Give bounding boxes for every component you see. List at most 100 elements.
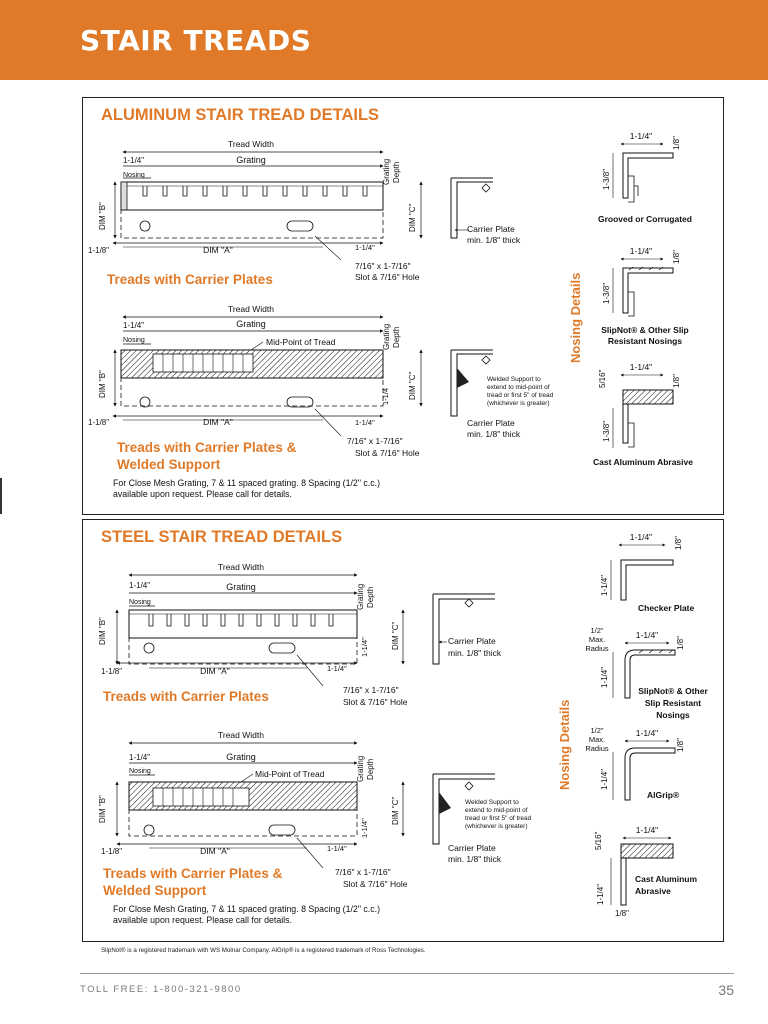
- svg-text:1-3/8": 1-3/8": [602, 283, 611, 304]
- page-number: 35: [718, 982, 734, 998]
- grooved-label: Grooved or Corrugated: [598, 214, 692, 224]
- svg-text:7/16" x 1-7/16": 7/16" x 1-7/16": [343, 685, 399, 695]
- svg-text:Carrier Plate: Carrier Plate: [467, 418, 515, 428]
- aluminum-title: ALUMINUM STAIR TREAD DETAILS: [101, 106, 380, 124]
- svg-text:min. 1/8" thick: min. 1/8" thick: [448, 648, 502, 658]
- svg-text:Tread Width: Tread Width: [218, 730, 264, 740]
- al-note: For Close Mesh Grating, 7 & 11 spaced gr…: [113, 478, 380, 499]
- al-nosing-title: Nosing Details: [568, 273, 583, 363]
- svg-text:1-1/4": 1-1/4": [327, 844, 347, 853]
- svg-text:1-1/8": 1-1/8": [88, 418, 109, 427]
- svg-text:Slot & 7/16" Hole: Slot & 7/16" Hole: [343, 879, 408, 889]
- svg-text:Depth: Depth: [392, 162, 401, 183]
- steel-drawings: Tread Width 1-1/4" Grating Nosing Gratin…: [98, 532, 708, 918]
- svg-text:Slot & 7/16" Hole: Slot & 7/16" Hole: [343, 697, 408, 707]
- svg-text:1-1/4": 1-1/4": [360, 637, 369, 657]
- svg-text:Tread Width: Tread Width: [228, 304, 274, 314]
- svg-text:Tread Width: Tread Width: [218, 562, 264, 572]
- mid-point-label: Mid-Point of Tread: [266, 337, 336, 347]
- svg-text:DIM "A": DIM "A": [200, 846, 230, 856]
- aluminum-panel: ALUMINUM STAIR TREAD DETAILS Tread Width…: [82, 97, 724, 515]
- svg-text:Depth: Depth: [366, 587, 375, 608]
- margin-mark: [0, 478, 2, 514]
- svg-text:Carrier Plate: Carrier Plate: [448, 843, 496, 853]
- svg-text:DIM "C": DIM "C": [391, 621, 400, 650]
- svg-text:1/8": 1/8": [676, 738, 685, 752]
- st-note: For Close Mesh Grating, 7 & 11 spaced gr…: [113, 904, 380, 925]
- svg-text:1-1/4": 1-1/4": [600, 575, 609, 596]
- right-offset-label: 1-1/4": [355, 243, 375, 252]
- nosing-width-label: 1-1/4": [123, 156, 144, 165]
- footer-divider: [80, 973, 734, 974]
- al-nosing-details: Nosing Details 1-1/4" 1/8" 1-3/8" Groove…: [568, 131, 693, 467]
- svg-text:Grating: Grating: [226, 752, 256, 762]
- cast-aluminum-label: Cast Aluminum Abrasive: [593, 457, 693, 467]
- svg-text:1-1/4": 1-1/4": [636, 825, 658, 835]
- svg-text:1-1/4": 1-1/4": [355, 418, 375, 427]
- svg-text:(whichever is greater): (whichever is greater): [487, 400, 550, 407]
- svg-text:Nosing: Nosing: [129, 768, 151, 775]
- al-tread-welded-drawing: Tread Width 1-1/4" Grating Nosing Mid-Po…: [88, 304, 554, 472]
- svg-text:5/16": 5/16": [598, 369, 607, 388]
- page-header: STAIR TREADS: [0, 0, 768, 80]
- svg-text:Mid-Point of Tread: Mid-Point of Tread: [255, 769, 325, 779]
- dim-b-label: DIM "B": [98, 202, 107, 230]
- tread-width-label: Tread Width: [228, 139, 274, 149]
- svg-text:1-1/4": 1-1/4": [636, 630, 658, 640]
- svg-text:DIM "B": DIM "B": [98, 370, 107, 398]
- dim-c-label: DIM "C": [408, 203, 417, 232]
- svg-text:Grating: Grating: [382, 324, 391, 350]
- svg-text:Slot & 7/16" Hole: Slot & 7/16" Hole: [355, 448, 420, 458]
- svg-text:1-1/8": 1-1/8": [101, 847, 122, 856]
- svg-text:Nosing: Nosing: [123, 337, 145, 344]
- svg-text:Slip Resistant: Slip Resistant: [645, 698, 701, 708]
- algrip-label: AlGrip®: [647, 790, 680, 800]
- st-slipnot-label: SlipNot® & Other: [638, 686, 708, 696]
- svg-text:Radius: Radius: [585, 644, 609, 653]
- left-offset-label: 1-1/8": [88, 246, 109, 255]
- svg-text:Nosings: Nosings: [656, 710, 690, 720]
- svg-text:DIM "C": DIM "C": [408, 371, 417, 400]
- st-caption-welded: Treads with Carrier Plates &: [103, 866, 283, 881]
- svg-text:min. 1/8" thick: min. 1/8" thick: [448, 854, 502, 864]
- svg-text:1/8": 1/8": [674, 536, 683, 550]
- svg-text:extend to mid-point of: extend to mid-point of: [465, 807, 528, 814]
- svg-text:Nosing: Nosing: [129, 599, 151, 606]
- svg-text:tread or first 5" of tread: tread or first 5" of tread: [465, 815, 532, 822]
- hole-size-label: 7/16" x 1-7/16": [355, 261, 411, 271]
- svg-text:5/16": 5/16": [594, 831, 603, 850]
- trademark-note: SlipNot® is a registered trademark with …: [101, 947, 426, 954]
- svg-text:Carrier Plate: Carrier Plate: [448, 636, 496, 646]
- st-cast-aluminum-label: Cast Aluminum: [635, 874, 697, 884]
- svg-text:min. 1/8" thick: min. 1/8" thick: [467, 235, 521, 245]
- svg-text:1-1/4": 1-1/4": [600, 769, 609, 790]
- svg-text:Max.: Max.: [589, 735, 605, 744]
- svg-text:1-1/4": 1-1/4": [123, 321, 144, 330]
- svg-text:1/8": 1/8": [672, 374, 681, 388]
- svg-text:Welded Support: Welded Support: [103, 883, 207, 898]
- svg-text:1-1/4": 1-1/4": [630, 131, 652, 141]
- steel-panel: STEEL STAIR TREAD DETAILS Tread Width 1-…: [82, 519, 724, 942]
- al-tread-carrier-drawing: Tread Width 1-1/4" Grating Nosing Gratin…: [88, 139, 521, 287]
- svg-text:1-1/4": 1-1/4": [600, 667, 609, 688]
- svg-text:Depth: Depth: [366, 759, 375, 780]
- st-tread-welded-drawing: Tread Width 1-1/4" Grating Nosing Mid-Po…: [98, 730, 532, 898]
- svg-text:1-1/4": 1-1/4": [630, 362, 652, 372]
- svg-text:Resistant Nosings: Resistant Nosings: [608, 336, 682, 346]
- svg-text:Grating: Grating: [356, 756, 365, 782]
- svg-text:Abrasive: Abrasive: [635, 886, 671, 896]
- svg-text:tread or first 5" of tread: tread or first 5" of tread: [487, 392, 554, 399]
- svg-text:1/8": 1/8": [676, 636, 685, 650]
- al-caption-carrier: Treads with Carrier Plates: [107, 272, 273, 287]
- svg-text:7/16" x 1-7/16": 7/16" x 1-7/16": [335, 867, 391, 877]
- checker-plate-label: Checker Plate: [638, 603, 694, 613]
- svg-text:1-1/4": 1-1/4": [596, 884, 605, 905]
- grating-label: Grating: [236, 155, 266, 165]
- svg-text:1-1/4": 1-1/4": [360, 818, 369, 838]
- svg-text:7/16" x 1-7/16": 7/16" x 1-7/16": [347, 436, 403, 446]
- toll-free-number: TOLL FREE: 1-800-321-9800: [80, 984, 242, 995]
- svg-text:1/2": 1/2": [590, 726, 603, 735]
- svg-text:DIM "B": DIM "B": [98, 617, 107, 645]
- st-caption-carrier: Treads with Carrier Plates: [103, 689, 269, 704]
- svg-text:1/8": 1/8": [672, 250, 681, 264]
